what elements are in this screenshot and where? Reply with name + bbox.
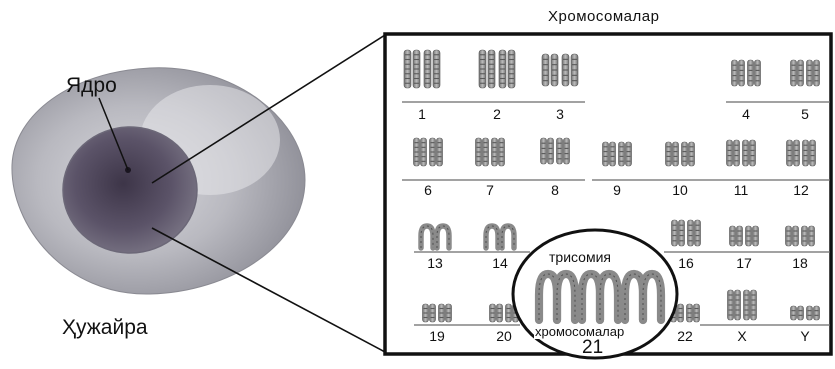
chromosome-pair-3	[541, 53, 579, 87]
chromosome-pair-7	[475, 137, 505, 167]
chromosome-number-4: 4	[742, 106, 750, 122]
chromosome-pair-y	[790, 305, 820, 321]
trisomy-21-chromosome-a	[534, 269, 580, 325]
chromosome-pair-17	[729, 225, 759, 247]
chromosome-number-16: 16	[678, 255, 694, 271]
chromosome-number-8: 8	[551, 182, 559, 198]
trisomy-21-chromosome-b	[577, 269, 623, 325]
chromosome-pair-9	[602, 141, 632, 167]
chromosome-number-10: 10	[672, 182, 688, 198]
chromosome-number-3: 3	[556, 106, 564, 122]
chromosome-pair-18	[785, 225, 815, 247]
chromosome-number-9: 9	[613, 182, 621, 198]
cell-nucleus	[62, 126, 198, 254]
group-underlines	[402, 101, 830, 326]
chromosome-pair-2	[478, 49, 516, 89]
chromosome-pair-8	[540, 137, 570, 165]
chromosome-pair-16	[671, 219, 701, 247]
chromosome-number-19: 19	[429, 328, 445, 344]
chromosome-pair-13	[418, 223, 452, 251]
zoom-line-top	[151, 34, 386, 184]
chromosome-number-x: X	[737, 328, 747, 344]
chromosome-number-11: 11	[733, 182, 749, 198]
trisomy-21-chromosome-c	[620, 269, 666, 325]
chromosome-pair-11	[726, 139, 756, 167]
chromosome-number-5: 5	[801, 106, 809, 122]
chromosome-number-7: 7	[486, 182, 494, 198]
chromosome-number-y: Y	[800, 328, 810, 344]
chromosome-number-18: 18	[792, 255, 808, 271]
chromosome-pair-1	[403, 49, 441, 89]
chromosome-number-13: 13	[427, 255, 443, 271]
chromosome-number-1: 1	[418, 106, 426, 122]
chromosome-number-17: 17	[736, 255, 752, 271]
chromosome-number-6: 6	[424, 182, 432, 198]
chromosome-pair-x	[727, 289, 757, 321]
cell-label: Ҳужайра	[62, 316, 148, 339]
chromosome-pair-12	[786, 139, 816, 167]
trisomy-number: 21	[582, 337, 604, 358]
chromosome-pair-6	[413, 137, 443, 167]
chromosome-pair-14	[483, 223, 517, 251]
nucleus-pointer	[98, 97, 129, 171]
zoom-line-bottom	[151, 227, 386, 353]
chromosome-number-2: 2	[493, 106, 501, 122]
chromosome-pair-19	[422, 303, 452, 323]
trisomy-chromosomes-label: хромосомалар	[534, 324, 626, 339]
chromosome-number-22: 22	[677, 328, 693, 344]
chromosome-number-20: 20	[496, 328, 512, 344]
nucleus-label: Ядро	[66, 74, 117, 97]
chromosome-pair-5	[790, 59, 820, 87]
chromosomes-title: Хромосомалар	[548, 8, 660, 25]
trisomy-label: трисомия	[549, 249, 611, 265]
chromosome-number-12: 12	[793, 182, 809, 198]
chromosome-pair-4	[731, 59, 761, 87]
chromosome-pair-10	[665, 141, 695, 167]
chromosome-number-14: 14	[492, 255, 508, 271]
